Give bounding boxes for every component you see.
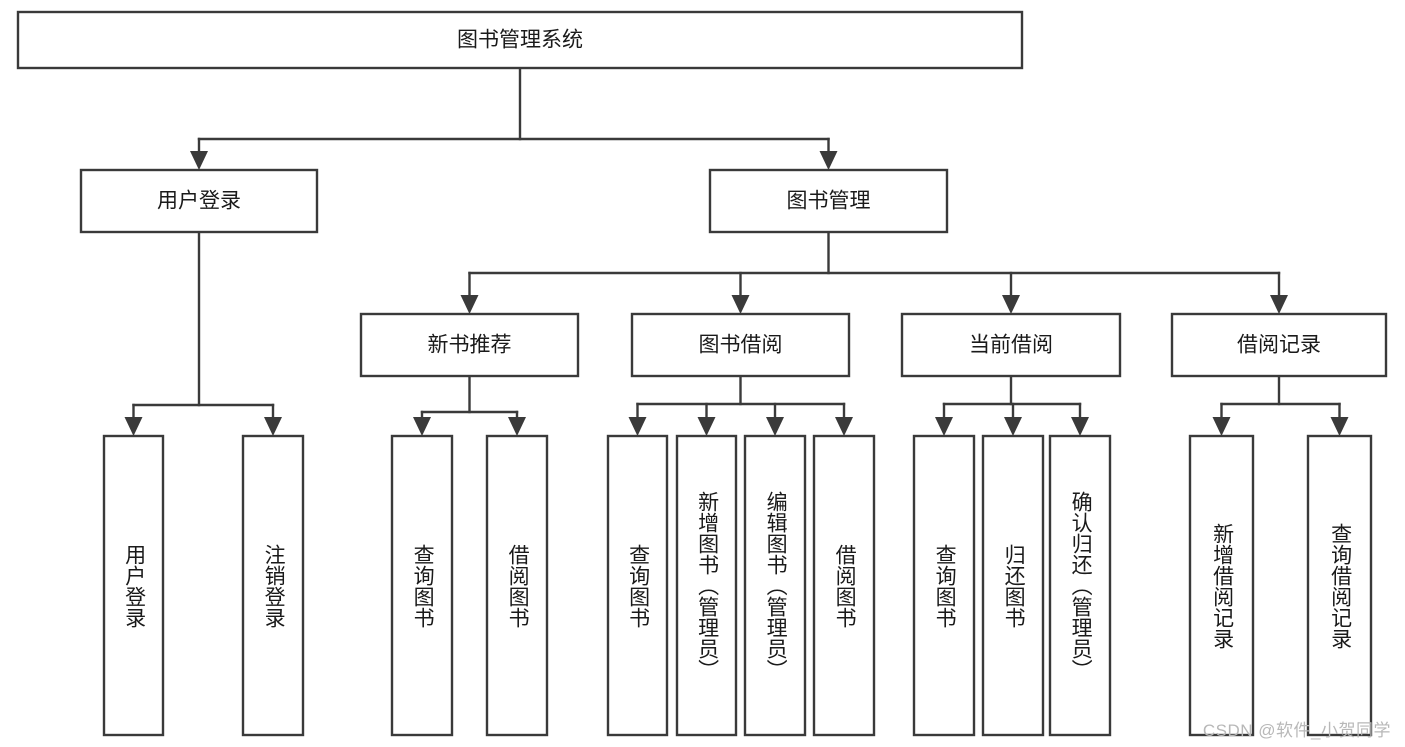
arrow-head-icon (124, 417, 143, 436)
level1-node-user-login[interactable] (79, 168, 319, 234)
level1-node-user-login-label: 用户登录 (157, 190, 241, 213)
leaf-node-leaf-query-borrow-record[interactable] (1306, 434, 1373, 737)
level2-node-current-borrow[interactable] (900, 312, 1122, 378)
leaf-node-leaf-edit-book[interactable] (743, 434, 807, 737)
leaf-node-leaf-query-book-borrow[interactable] (606, 434, 669, 737)
level2-node-new-book-recommend[interactable] (359, 312, 580, 378)
arrow-head-icon (835, 417, 853, 436)
arrow-head-icon (1212, 417, 1231, 436)
arrow-head-icon (1270, 295, 1288, 314)
arrow-head-icon (1004, 417, 1022, 436)
level1-node-book-management-label: 图书管理 (787, 190, 871, 213)
level2-node-borrow-record-label: 借阅记录 (1237, 334, 1321, 357)
leaf-node-leaf-logout-login[interactable] (241, 434, 305, 737)
root-node-book-management-system[interactable] (16, 10, 1024, 70)
arrow-head-icon (190, 151, 208, 170)
arrow-head-icon (1002, 295, 1020, 314)
leaf-node-leaf-query-book-recommend[interactable] (390, 434, 454, 737)
arrow-head-icon (819, 151, 838, 170)
level2-node-book-borrow-label: 图书借阅 (699, 334, 783, 357)
leaf-node-leaf-query-book-current[interactable] (912, 434, 976, 737)
level2-node-book-borrow[interactable] (630, 312, 851, 378)
leaf-node-leaf-borrow-book-recommend[interactable] (485, 434, 549, 737)
root-node-book-management-system-label: 图书管理系统 (457, 29, 583, 52)
leaf-node-leaf-borrow-book[interactable] (812, 434, 876, 737)
csdn-watermark: CSDN @软件_小贺同学 (1202, 721, 1391, 740)
arrow-head-icon (264, 417, 282, 436)
leaf-node-leaf-add-book[interactable] (675, 434, 738, 737)
arrow-head-icon (1330, 417, 1349, 436)
arrow-head-icon (731, 295, 750, 314)
arrow-head-icon (628, 417, 647, 436)
arrow-head-icon (1071, 417, 1089, 436)
level2-node-borrow-record[interactable] (1170, 312, 1388, 378)
level2-node-new-book-recommend-label: 新书推荐 (428, 334, 512, 357)
arrow-head-icon (766, 417, 784, 436)
arrow-head-icon (697, 417, 716, 436)
level1-node-book-management[interactable] (708, 168, 949, 234)
level2-node-current-borrow-label: 当前借阅 (969, 334, 1053, 357)
connectors-layer (124, 66, 1349, 436)
arrow-head-icon (935, 417, 953, 436)
leaf-node-leaf-return-book[interactable] (981, 434, 1045, 737)
node-boxes-layer (16, 10, 1388, 737)
leaf-node-leaf-add-borrow-record[interactable] (1188, 434, 1255, 737)
arrow-head-icon (413, 417, 431, 436)
arrow-head-icon (460, 295, 479, 314)
leaf-node-leaf-user-login[interactable] (102, 434, 165, 737)
arrow-head-icon (508, 417, 526, 436)
leaf-node-leaf-confirm-return[interactable] (1048, 434, 1112, 737)
